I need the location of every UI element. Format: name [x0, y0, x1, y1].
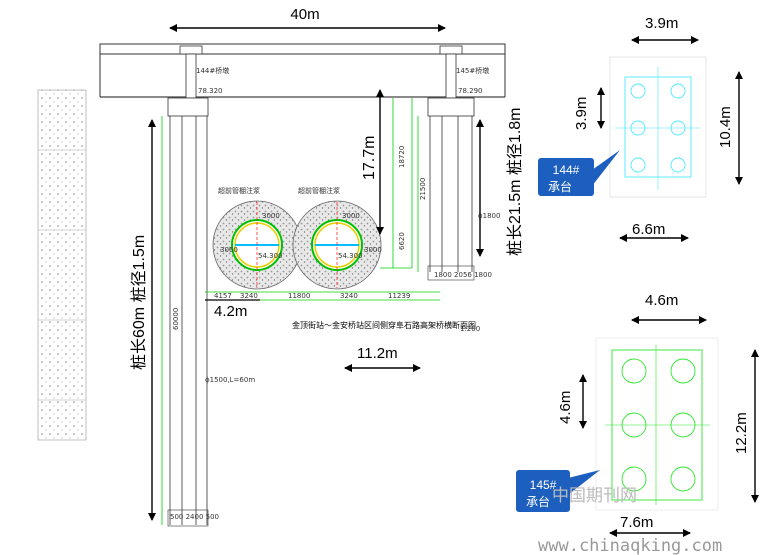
d6620-label: 6620 [398, 232, 406, 250]
d21500-label: 21500 [419, 178, 427, 200]
d60000-label: 60000 [172, 308, 180, 330]
d112-label: 11.2m [357, 345, 398, 362]
d18720-label: 18720 [398, 146, 406, 168]
elev144-label: 78.320 [198, 87, 223, 95]
drawing-title: 金顶街站～金安桥站区间侧穿阜石路高架桥横断面图 [292, 320, 476, 330]
green-dim-lines [161, 98, 440, 525]
pile1800-label: ϕ1800 [478, 212, 500, 220]
watermark-text: 中国期刊网 [552, 486, 637, 506]
cap145-spacing-label: 4.6m [557, 391, 574, 424]
cap144-callout-text-2: 承台 [548, 179, 572, 194]
elev145-label: 78.290 [458, 87, 483, 95]
cap145-callout-text-2: 承台 [526, 494, 550, 509]
cap145-base-label: 7.6m [620, 514, 653, 531]
website-text: www.chinaqking.com [538, 536, 722, 555]
cap144-callout-text-1: 144# [553, 163, 580, 177]
d42-label: 4.2m [214, 303, 247, 320]
tunnel-elev-right: 54.300 [338, 252, 363, 260]
pier-145 [427, 45, 475, 281]
cap144-width-label: 3.9m [645, 15, 678, 32]
d11239-label: 11239 [388, 292, 410, 300]
tunnel-3060-left: 3060 [220, 246, 238, 254]
cap145-callout [516, 470, 600, 512]
pile-cap-144 [609, 56, 707, 198]
soil-strata [37, 89, 87, 441]
d177-label: 17.7m [361, 136, 378, 180]
pier144-label: 144#桥墩 [196, 66, 229, 75]
tunnel-left [212, 200, 302, 290]
pile-cap-145 [595, 337, 719, 511]
d11800-label: 11800 [288, 292, 310, 300]
tunnel-3000-left: 3000 [262, 212, 280, 220]
tunnel-note-left: 超前管棚注浆 [218, 186, 260, 195]
pier-144 [167, 45, 209, 527]
tunnel-elev-left: 54.300 [258, 252, 283, 260]
cap145-callout-text-1: 145# [530, 478, 557, 492]
cap144-base-label: 6.6m [632, 221, 665, 238]
cap144-height-label: 10.4m [717, 106, 734, 148]
pile-left-label: 桩长60m 桩径1.5m [130, 235, 148, 370]
tunnel-3000-right-b: 3000 [364, 246, 382, 254]
pile-right-label: 桩长21.5m 桩径1.8m [506, 108, 524, 257]
tunnel-note-right: 超前管棚注浆 [298, 186, 340, 195]
d3240b-label: 3240 [340, 292, 358, 300]
cap144-callout [538, 150, 620, 196]
cap145-width-label: 4.6m [645, 292, 678, 309]
base-left-label: 500 2400 500 [170, 513, 219, 521]
cap144-spacing-label: 3.9m [573, 97, 590, 130]
cap145-height-label: 12.2m [733, 412, 750, 454]
bridge-deck [99, 43, 506, 97]
tunnel-3000-right: 3000 [342, 212, 360, 220]
base-right-label: 1800 2056 1800 [434, 271, 492, 279]
pier145-label: 145#桥墩 [456, 66, 489, 75]
drawing-scale: 1:200 [460, 325, 480, 333]
tunnel-right [292, 200, 382, 290]
span-label: 40m [290, 6, 319, 23]
d4157-label: 4157 [214, 292, 232, 300]
d3240a-label: 3240 [240, 292, 258, 300]
pile1500-label: ϕ1500,L=60m [205, 376, 255, 384]
